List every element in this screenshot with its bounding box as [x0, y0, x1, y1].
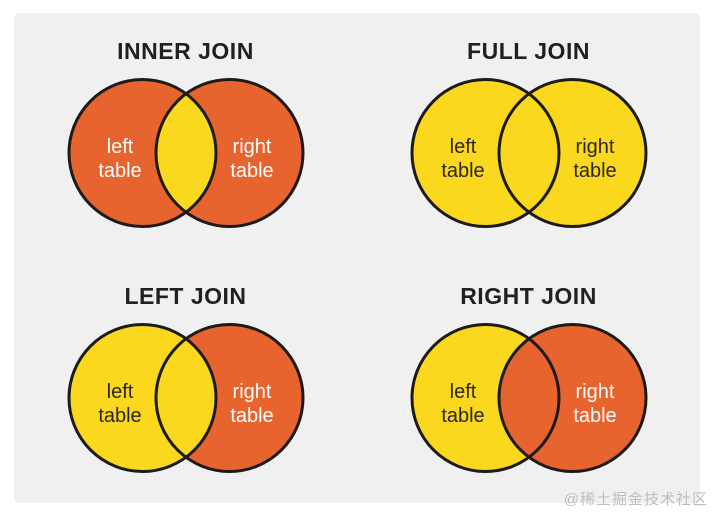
left-table-label-line1: left — [106, 381, 133, 403]
left-circle-outline — [67, 78, 217, 228]
intersection-lens — [498, 324, 559, 472]
venn-diagram-left-join: left table right table — [67, 323, 304, 473]
watermark: @稀土掘金技术社区 — [563, 491, 708, 508]
panel-title-left-join: LEFT JOIN — [124, 283, 247, 309]
intersection-lens — [155, 324, 216, 472]
left-circle-outline — [67, 323, 217, 473]
right-table-label-line2: table — [230, 160, 273, 182]
right-circle-outline — [497, 78, 647, 228]
left-table-label-line1: left — [449, 136, 476, 158]
venn-diagram-right-join: left table right table — [410, 323, 647, 473]
right-table-label-line2: table — [573, 160, 616, 182]
right-table-label-line1: right — [575, 381, 614, 403]
right-table-label-line1: right — [232, 136, 271, 158]
left-table-label-line2: table — [441, 160, 484, 182]
panel-title-inner-join: INNER JOIN — [117, 38, 254, 64]
venn-panel-full-join: FULL JOIN left table right table — [357, 13, 700, 258]
panel-title-right-join: RIGHT JOIN — [460, 283, 597, 309]
venn-panel-left-join: LEFT JOIN left table right table — [14, 258, 357, 503]
left-table-label-line2: table — [441, 405, 484, 427]
venn-panel-right-join: RIGHT JOIN left table right table — [357, 258, 700, 503]
left-table-label-line2: table — [98, 160, 141, 182]
left-circle-outline — [410, 78, 560, 228]
right-table-label-line1: right — [575, 136, 614, 158]
venn-diagram-inner-join: left table right table — [67, 78, 304, 228]
venn-diagram-full-join: left table right table — [410, 78, 647, 228]
left-table-label-line1: left — [106, 136, 133, 158]
left-table-label-line1: left — [449, 381, 476, 403]
diagram-background: INNER JOIN left table right table FULL J… — [14, 13, 700, 503]
right-table-label-line2: table — [230, 405, 273, 427]
left-circle-outline — [410, 323, 560, 473]
venn-panel-inner-join: INNER JOIN left table right table — [14, 13, 357, 258]
intersection-lens — [498, 79, 559, 227]
panel-title-full-join: FULL JOIN — [467, 38, 590, 64]
right-circle-outline — [497, 323, 647, 473]
right-table-label-line2: table — [573, 405, 616, 427]
right-circle-outline — [154, 78, 304, 228]
right-table-label-line1: right — [232, 381, 271, 403]
left-table-label-line2: table — [98, 405, 141, 427]
right-circle-outline — [154, 323, 304, 473]
intersection-lens — [155, 79, 216, 227]
